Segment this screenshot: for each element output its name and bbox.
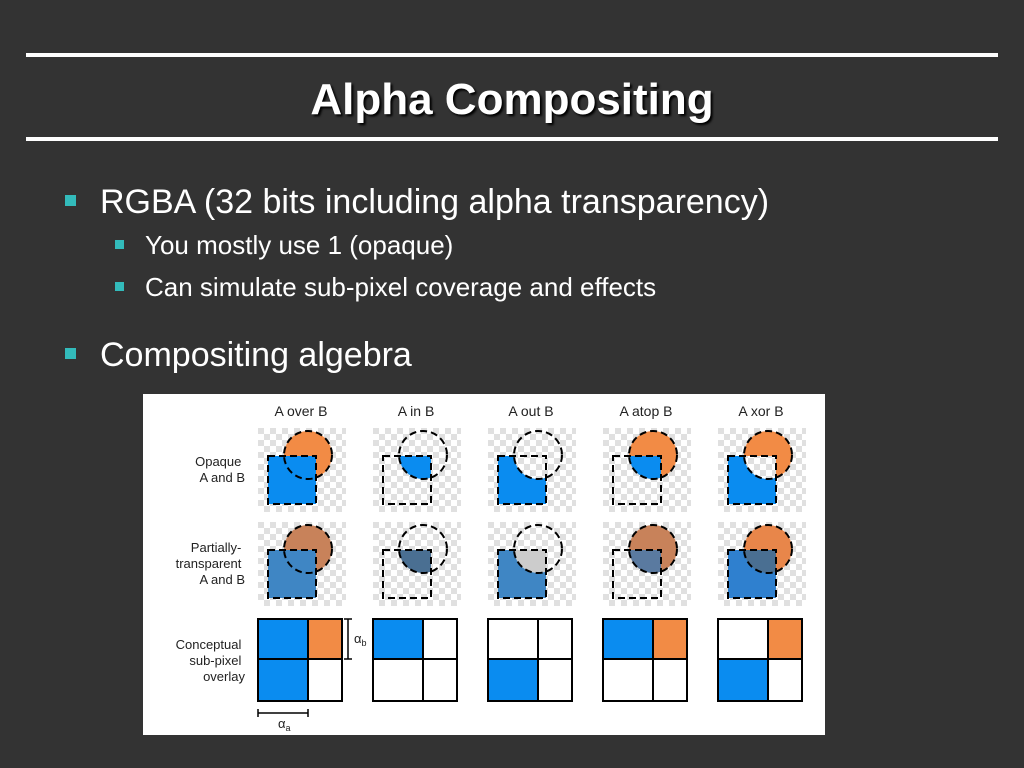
column-header-xor: A xor B (738, 403, 783, 419)
sub-bullet-opaque: You mostly use 1 (opaque) (145, 230, 454, 260)
slide-title: Alpha Compositing (310, 75, 714, 124)
alpha-b-label: αb (354, 631, 367, 648)
alpha-a-marker (257, 709, 309, 717)
sub-bullet-subpixel: Can simulate sub-pixel coverage and effe… (145, 272, 657, 302)
opaque-xor-cell (718, 428, 806, 512)
bullet-square-icon (65, 195, 76, 206)
bullet-square-icon (115, 240, 124, 249)
opaque-out-cell (488, 428, 576, 512)
partial-atop-cell (603, 522, 691, 606)
opaque-over-cell (258, 428, 346, 512)
row-label-opaque: Opaque A and B (195, 454, 245, 485)
alpha-a-label: αa (278, 716, 291, 733)
overlay-atop-cell (602, 618, 688, 702)
partial-out-cell (488, 522, 576, 606)
partial-in-cell (373, 522, 461, 606)
overlay-out-cell (487, 618, 573, 702)
column-header-atop: A atop B (620, 403, 673, 419)
compositing-figure: A over B A in B A out B A atop B A xor B… (143, 394, 825, 735)
overlay-over-cell (257, 618, 343, 702)
bullet-square-icon (65, 348, 76, 359)
overlay-xor-cell (717, 618, 803, 702)
opaque-in-cell (373, 428, 461, 512)
row-label-conceptual-overlay: Conceptual sub-pixel overlay (176, 637, 246, 684)
alpha-b-marker (344, 618, 352, 660)
partial-over-cell (258, 522, 346, 606)
row-label-partially-transparent: Partially- transparent A and B (176, 540, 245, 587)
title-rule-top (26, 53, 998, 57)
bullet-compositing-algebra: Compositing algebra (100, 336, 412, 374)
bullet-rgba: RGBA (32 bits including alpha transparen… (100, 183, 770, 221)
overlay-in-cell (372, 618, 458, 702)
column-header-out: A out B (508, 403, 553, 419)
column-header-over: A over B (275, 403, 328, 419)
column-header-in: A in B (398, 403, 435, 419)
title-rule-bottom (26, 137, 998, 141)
opaque-atop-cell (603, 428, 691, 512)
bullet-square-icon (115, 282, 124, 291)
partial-xor-cell (718, 522, 806, 606)
